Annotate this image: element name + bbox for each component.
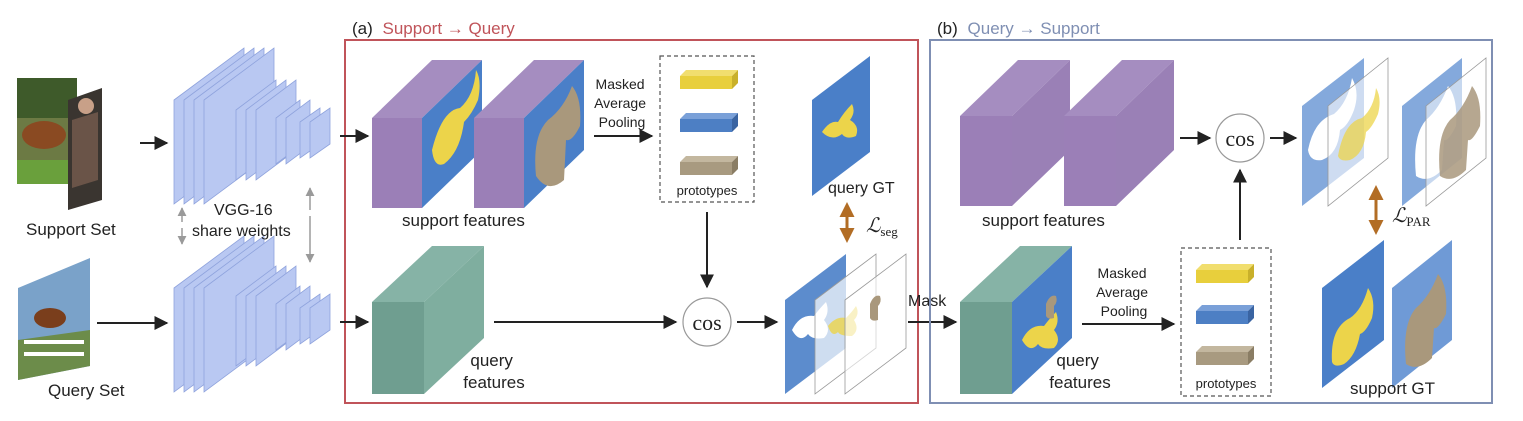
panel-b-support-gt-masks bbox=[1322, 240, 1452, 388]
panel-a-prototype-blue bbox=[680, 113, 738, 132]
panel-a-query-gt-mask bbox=[812, 56, 870, 196]
panel-b-cos-label: cos bbox=[1225, 126, 1254, 151]
panel-a-title: Support → Query bbox=[383, 19, 516, 38]
mask-label: Mask bbox=[908, 293, 947, 310]
panel-b-support-feature-cube-2 bbox=[1064, 60, 1174, 206]
panel-a-frame bbox=[344, 39, 919, 404]
panel-a-masked-pooling-label: Masked Average Pooling bbox=[594, 76, 650, 130]
panel-b-support-feature-cube-1 bbox=[960, 60, 1070, 206]
panel-b-cos-node bbox=[1215, 113, 1265, 163]
panel-b-prototype-blue bbox=[1196, 305, 1254, 324]
panel-a-prefix: (a) bbox=[352, 19, 373, 38]
panel-a-query-feature-cube bbox=[372, 246, 484, 394]
panel-a-predicted-masks bbox=[785, 253, 907, 395]
query-set-label: Query Set bbox=[48, 381, 125, 400]
support-feature-cube-2 bbox=[474, 60, 584, 208]
panel-b-heading: (b) Query → Support bbox=[937, 19, 1100, 38]
panel-b-query-feature-cube bbox=[960, 246, 1072, 394]
vgg-stack-bottom bbox=[173, 235, 331, 393]
panel-b-prototype-yellow bbox=[1196, 264, 1254, 283]
vgg-label: VGG-16 bbox=[214, 202, 273, 219]
panel-a-support-features-label: support features bbox=[402, 211, 525, 230]
panel-b-support-features-label: support features bbox=[982, 211, 1105, 230]
panel-a-heading: (a) Support → Query bbox=[352, 19, 515, 38]
panel-b-support-gt-label: support GT bbox=[1350, 379, 1435, 398]
panel-b-frame bbox=[929, 39, 1493, 404]
support-set-label: Support Set bbox=[26, 220, 116, 239]
seg-loss-label: ℒseg bbox=[866, 215, 898, 239]
share-weights-label: share weights bbox=[192, 223, 291, 240]
support-set-images bbox=[17, 78, 102, 210]
support-feature-cube-1 bbox=[372, 60, 482, 208]
panel-a-cos-label: cos bbox=[692, 310, 721, 335]
panel-b-title: Query → Support bbox=[968, 19, 1101, 38]
panel-a-query-gt-label: query GT bbox=[828, 180, 895, 197]
vgg-stack-top bbox=[173, 47, 331, 205]
panel-a-query-features-label: query features bbox=[463, 351, 524, 392]
panel-b-prototypes-box bbox=[1180, 247, 1272, 397]
panel-a-prototypes-box bbox=[659, 55, 755, 203]
panel-a-cos-node bbox=[682, 297, 732, 347]
panel-b-prototype-tan bbox=[1196, 346, 1254, 365]
panel-b-query-features-label: query features bbox=[1049, 351, 1110, 392]
panel-b-masked-pooling-label: Masked Average Pooling bbox=[1096, 265, 1152, 319]
panel-a-prototype-tan bbox=[680, 156, 738, 175]
par-loss-label: ℒPAR bbox=[1392, 205, 1431, 229]
panel-a-prototype-yellow bbox=[680, 70, 738, 89]
panel-a-prototypes-label: prototypes bbox=[677, 183, 738, 198]
panel-b-prototypes-label: prototypes bbox=[1196, 376, 1257, 391]
query-set-image bbox=[18, 258, 90, 380]
panel-b-prefix: (b) bbox=[937, 19, 958, 38]
panel-b-predicted-masks bbox=[1302, 57, 1487, 207]
